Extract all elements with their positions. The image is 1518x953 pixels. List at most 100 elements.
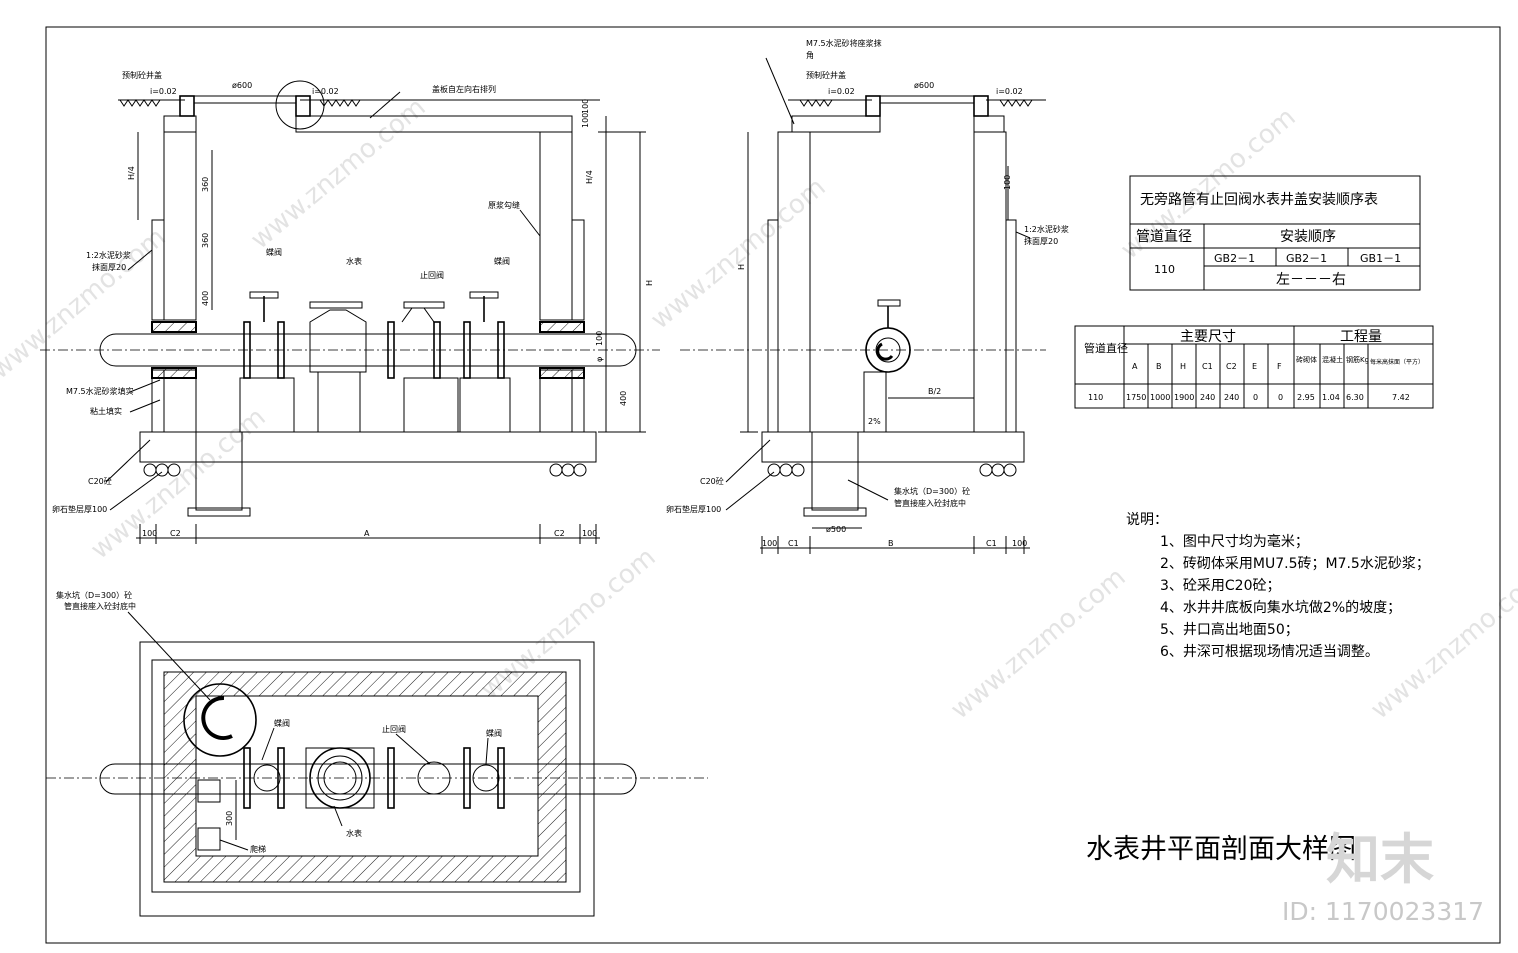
watermark: www.znzmo.com: [945, 562, 1131, 725]
cell-b: 1000: [1150, 393, 1170, 402]
dimension-table: 管道直径 主要尺寸 工程量 A B H C1 C2 E F 砖砌体 混凝土 钢筋…: [1074, 325, 1434, 409]
dim-100-a: 100: [581, 99, 590, 114]
label-gravel: 卵石垫层厚100: [52, 504, 107, 514]
label-m75-note-2: 角: [806, 50, 814, 60]
header-c1: C1: [1202, 362, 1213, 371]
label-plaster: 1:2水泥砂浆: [1024, 224, 1069, 234]
header-b: B: [1156, 362, 1162, 371]
header-plaster-area: 每米高抹面（平方）: [1370, 358, 1424, 366]
cell-plaster-area: 7.42: [1392, 393, 1410, 402]
label-meter: 水表: [346, 256, 362, 266]
cell-a: 1750: [1126, 393, 1146, 402]
group-quantities: 工程量: [1340, 329, 1382, 345]
label-plaster-thickness: 抹面厚20: [92, 262, 126, 272]
watermark: www.znzmo.com: [1365, 562, 1518, 725]
cell-rebar: 6.30: [1346, 393, 1364, 402]
seq-2: GB2－1: [1286, 252, 1327, 265]
dim-360-a: 360: [201, 177, 210, 192]
dim-c1-r: C1: [986, 539, 997, 548]
dim-h4-right: H/4: [585, 170, 594, 184]
label-ladder: 爬梯: [250, 844, 266, 854]
col-sequence: 安装顺序: [1280, 229, 1336, 245]
label-m75-note-1: M7.5水泥砂将座浆抹: [806, 38, 882, 48]
watermark: www.znzmo.com: [645, 172, 831, 335]
label-sump-2: 管直接座入砼封底中: [894, 498, 966, 508]
plan-view: 集水坑（D=300）砼 管直接座入砼封底中 蝶阀 止回阀 蝶阀 水表 爬梯 30…: [46, 590, 708, 917]
label-check-valve: 止回阀: [382, 724, 406, 734]
label-cover-plate: 盖板自左向右排列: [432, 84, 496, 94]
cell-c1: 240: [1200, 393, 1215, 402]
label-slope-right: i=0.02: [996, 87, 1023, 96]
dim-100-l: 100: [762, 539, 777, 548]
dim-phi: φ: [595, 357, 604, 362]
drawing-id: ID: 1170023317: [1282, 897, 1484, 926]
note-item: 4、水井井底板向集水坑做2%的坡度；: [1160, 599, 1401, 616]
label-valve-right: 蝶阀: [494, 256, 510, 266]
label-slope-2pct: 2%: [868, 417, 881, 426]
drawing-title: 水表井平面剖面大样图: [1086, 834, 1356, 865]
dim-400-a: 400: [201, 291, 210, 306]
label-valve-left: 蝶阀: [266, 247, 282, 257]
cell-diameter: 110: [1088, 393, 1103, 402]
label-clay-fill: 粘土填实: [90, 406, 122, 416]
label-meter: 水表: [346, 828, 362, 838]
watermark: www.znzmo.com: [0, 222, 172, 385]
dim-100: 100: [1003, 175, 1012, 190]
label-precast-cover: 预制砼井盖: [806, 70, 846, 80]
label-slope-left: i=0.02: [150, 87, 177, 96]
header-h: H: [1180, 362, 1186, 371]
dim-100-r: 100: [1012, 539, 1027, 548]
sequence-table-title: 无旁路管有止回阀水表井盖安装顺序表: [1140, 191, 1378, 208]
label-gravel: 卵石垫层厚100: [666, 504, 721, 514]
dim-bottom-100-r: 100: [582, 529, 597, 538]
dim-h: H: [645, 280, 654, 286]
watermark: www.znzmo.com: [245, 92, 431, 255]
label-diam-600: ø600: [914, 81, 934, 90]
label-slope-right: i=0.02: [312, 87, 339, 96]
cell-e: 0: [1253, 393, 1258, 402]
note-item: 6、井深可根据现场情况适当调整。: [1160, 644, 1379, 660]
cell-h: 1900: [1174, 393, 1194, 402]
header-f: F: [1277, 362, 1282, 371]
dim-100-b: 100: [581, 113, 590, 128]
dim-h4-left: H/4: [127, 166, 136, 180]
label-sump-1: 集水坑（D=300）砼: [56, 590, 132, 600]
dim-bottom-100-l: 100: [142, 529, 157, 538]
header-rebar: 钢筋Kg: [1346, 355, 1369, 364]
sequence-table: 无旁路管有止回阀水表井盖安装顺序表 管道直径 安装顺序 110 GB2－1 GB…: [1129, 175, 1421, 291]
label-valve-right: 蝶阀: [486, 728, 502, 738]
cell-f: 0: [1278, 393, 1283, 402]
header-a: A: [1132, 362, 1138, 371]
label-raw-joint: 原浆勾缝: [488, 200, 520, 210]
header-e: E: [1252, 362, 1257, 371]
label-precast-cover: 预制砼井盖: [122, 70, 162, 80]
label-c20: C20砼: [700, 476, 724, 486]
note-item: 2、砖砌体采用MU7.5砖；M7.5水泥砂浆；: [1160, 556, 1430, 572]
label-valve-left: 蝶阀: [274, 718, 290, 728]
dim-b: B: [888, 539, 894, 548]
note-item: 1、图中尺寸均为毫米；: [1160, 533, 1309, 550]
dim-bottom-c2-r: C2: [554, 529, 565, 538]
label-plaster-thickness: 抹面厚20: [1024, 236, 1058, 246]
row-diameter: 110: [1154, 263, 1175, 276]
label-sump-1: 集水坑（D=300）砼: [894, 486, 970, 496]
label-m75-fill: M7.5水泥砂浆填实: [66, 386, 134, 396]
dim-bottom-a: A: [364, 529, 370, 538]
notes: 说明： 1、图中尺寸均为毫米； 2、砖砌体采用MU7.5砖；M7.5水泥砂浆； …: [1126, 512, 1430, 660]
dim-400-b: 400: [619, 391, 628, 406]
label-c20: C20砼: [88, 476, 112, 486]
header-concrete: 混凝土: [1322, 355, 1343, 364]
label-slope-left: i=0.02: [828, 87, 855, 96]
dim-bottom-c2-l: C2: [170, 529, 181, 538]
note-item: 5、井口高出地面50；: [1160, 621, 1299, 638]
dim-360-b: 360: [201, 233, 210, 248]
seq-3: GB1－1: [1360, 252, 1401, 265]
cell-c2: 240: [1224, 393, 1239, 402]
seq-1: GB2－1: [1214, 252, 1255, 265]
label-sump-2: 管直接座入砼封底中: [64, 601, 136, 611]
dim-col-diameter: 管道直径: [1084, 341, 1128, 355]
dim-h: H: [737, 264, 746, 270]
dim-500: ø500: [826, 525, 846, 534]
seq-direction: 左－－－右: [1276, 272, 1346, 288]
